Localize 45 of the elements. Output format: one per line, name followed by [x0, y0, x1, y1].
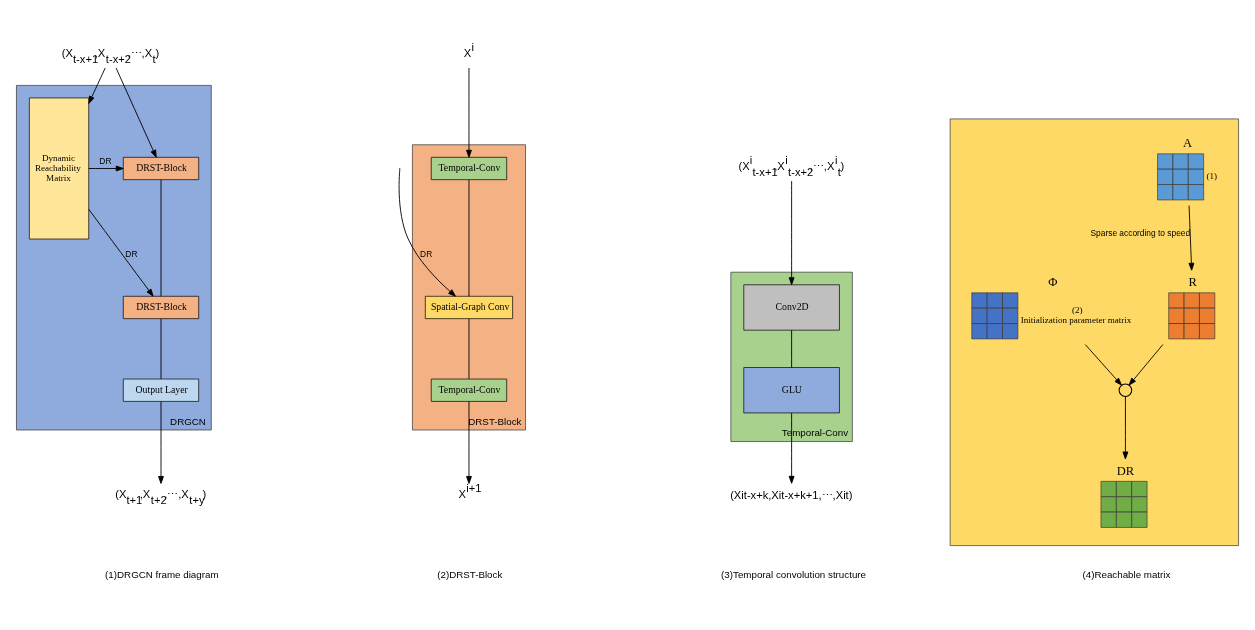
arrow — [788, 180, 795, 285]
arrow — [158, 400, 164, 484]
edge-label: DR — [420, 248, 433, 259]
node-label: R — [1188, 274, 1198, 289]
arrow — [88, 165, 124, 171]
edge-label: Sparse according to speed — [1090, 227, 1191, 238]
node-box: Temporal-Conv — [430, 156, 508, 180]
node-label: Initialization parameter matrix — [1020, 314, 1132, 325]
node-circle — [1118, 382, 1133, 397]
arrow — [398, 168, 456, 297]
label: (4)Reachable matrix — [1082, 568, 1171, 580]
connector — [160, 178, 162, 297]
arrow — [1084, 343, 1122, 385]
label: (3)Temporal convolution structure — [721, 568, 866, 580]
connector — [468, 178, 470, 297]
connector — [791, 329, 793, 368]
arrow — [115, 67, 157, 158]
node-box: Spatial-Graph Conv — [424, 295, 513, 319]
node-box: Temporal-Conv — [430, 378, 508, 402]
arrow — [1128, 343, 1164, 385]
node-text: (Xit-x+k,Xit-x+k+1,⋯,Xit) — [730, 488, 853, 501]
node-label: (1) — [1206, 170, 1218, 181]
arrow — [88, 67, 106, 104]
node-label: Φ — [1048, 274, 1058, 289]
node-label: (2) — [1072, 304, 1083, 315]
node-box: DRST-Block — [122, 295, 200, 319]
node-label: DR — [1116, 463, 1135, 478]
arrow — [1188, 204, 1195, 271]
arrow — [466, 400, 472, 484]
node-box: Output Layer — [122, 378, 200, 402]
node-box: Conv2D — [743, 283, 840, 331]
label: (1)DRGCN frame diagram — [105, 568, 219, 580]
node-box: GLU — [743, 366, 840, 413]
connector — [160, 317, 162, 379]
edge-label: DR — [99, 155, 112, 166]
arrow — [788, 412, 795, 484]
arrow — [466, 67, 472, 158]
node-label: A — [1183, 135, 1193, 150]
edge-label: DR — [125, 248, 138, 259]
node-box: Dynamic Reachability Matrix — [29, 97, 90, 239]
label: (2)DRST-Block — [437, 568, 503, 580]
node-box: DRST-Block — [122, 156, 200, 180]
cluster — [949, 118, 1239, 546]
arrow — [1122, 395, 1129, 459]
arrow — [88, 208, 154, 297]
